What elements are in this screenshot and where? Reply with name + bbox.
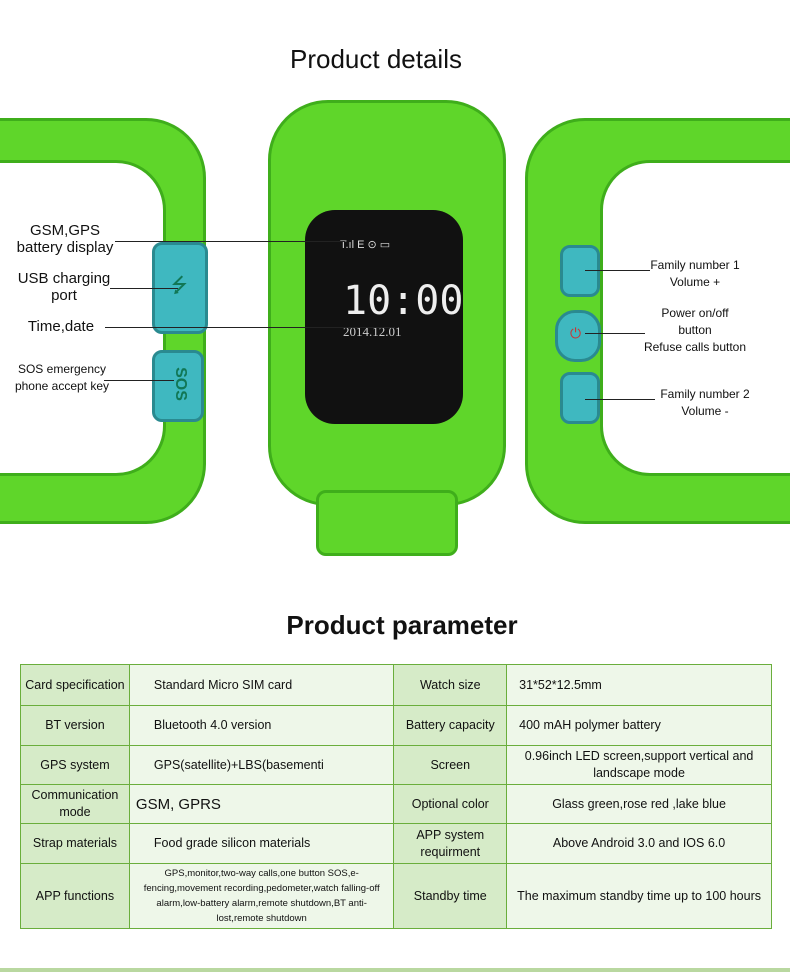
param-value: Bluetooth 4.0 version [128, 705, 395, 746]
usb-icon: ⭍ [171, 275, 188, 297]
status-icons: T.ıl E ⊙ ▭ [340, 239, 391, 251]
param-value: 400 mAH polymer battery [506, 705, 772, 746]
param-label: Optional color [393, 784, 508, 824]
param-label: Watch size [393, 664, 508, 706]
power-icon: ⏻ [570, 325, 582, 341]
param-label: Card specification [20, 664, 130, 706]
callout-time: Time,date [27, 318, 95, 335]
divider [0, 968, 790, 972]
screen-time: 10:00 [343, 278, 464, 324]
family-number-2-button [560, 372, 600, 424]
param-value: GPS(satellite)+LBS(basementi [128, 745, 395, 785]
param-value: GPS,monitor,two-way calls,one button SOS… [128, 863, 395, 929]
param-label: Screen [393, 745, 508, 785]
param-value: Above Android 3.0 and IOS 6.0 [506, 823, 772, 864]
sos-label: SOS [171, 367, 189, 401]
param-label: Standby time [393, 863, 508, 929]
param-value: GSM, GPRS [128, 784, 395, 824]
sos-button: SOS [152, 350, 204, 422]
param-label: APP functions [20, 863, 130, 929]
param-value: Food grade silicon materials [128, 823, 395, 864]
watch-screen: T.ıl E ⊙ ▭ 10:00 2014.12.01 [305, 210, 463, 424]
param-label: Communication mode [20, 784, 130, 824]
param-label: Strap materials [20, 823, 130, 864]
param-value: Standard Micro SIM card [128, 664, 395, 706]
param-value: 0.96inch LED screen,support vertical and… [506, 745, 772, 785]
param-label: APP system requirment [393, 823, 508, 864]
power-button: ⏻ [555, 310, 601, 362]
param-value: 31*52*12.5mm [506, 664, 772, 706]
param-label: BT version [20, 705, 130, 746]
param-value: The maximum standby time up to 100 hours [506, 863, 772, 929]
product-parameter-title: Product parameter [286, 610, 518, 640]
family-number-1-button [560, 245, 600, 297]
product-details-title: Product details [290, 44, 462, 74]
param-label: Battery capacity [393, 705, 508, 746]
param-value: Glass green,rose red ,lake blue [506, 784, 772, 824]
param-label: GPS system [20, 745, 130, 785]
